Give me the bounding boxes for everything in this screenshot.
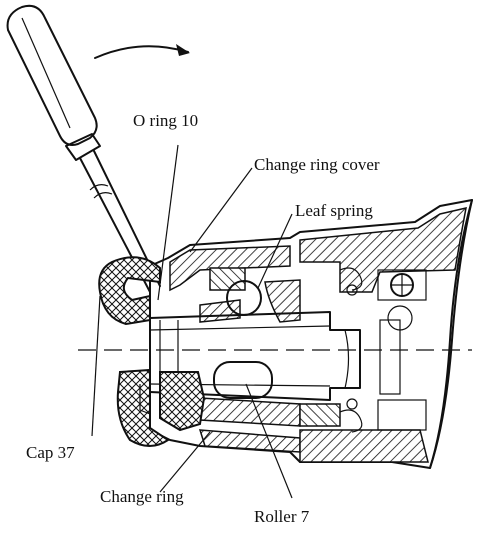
cap bbox=[98, 256, 206, 447]
label-change-ring: Change ring bbox=[100, 487, 184, 506]
screwdriver bbox=[6, 4, 161, 293]
label-cap: Cap 37 bbox=[26, 443, 75, 462]
label-leaf-spring: Leaf spring bbox=[295, 201, 373, 220]
label-o-ring: O ring 10 bbox=[133, 111, 198, 130]
rotation-arrow bbox=[94, 44, 190, 59]
leader-lines bbox=[91, 144, 293, 499]
label-roller: Roller 7 bbox=[254, 507, 310, 526]
label-change-ring-cover: Change ring cover bbox=[254, 155, 380, 174]
housing bbox=[149, 199, 473, 469]
